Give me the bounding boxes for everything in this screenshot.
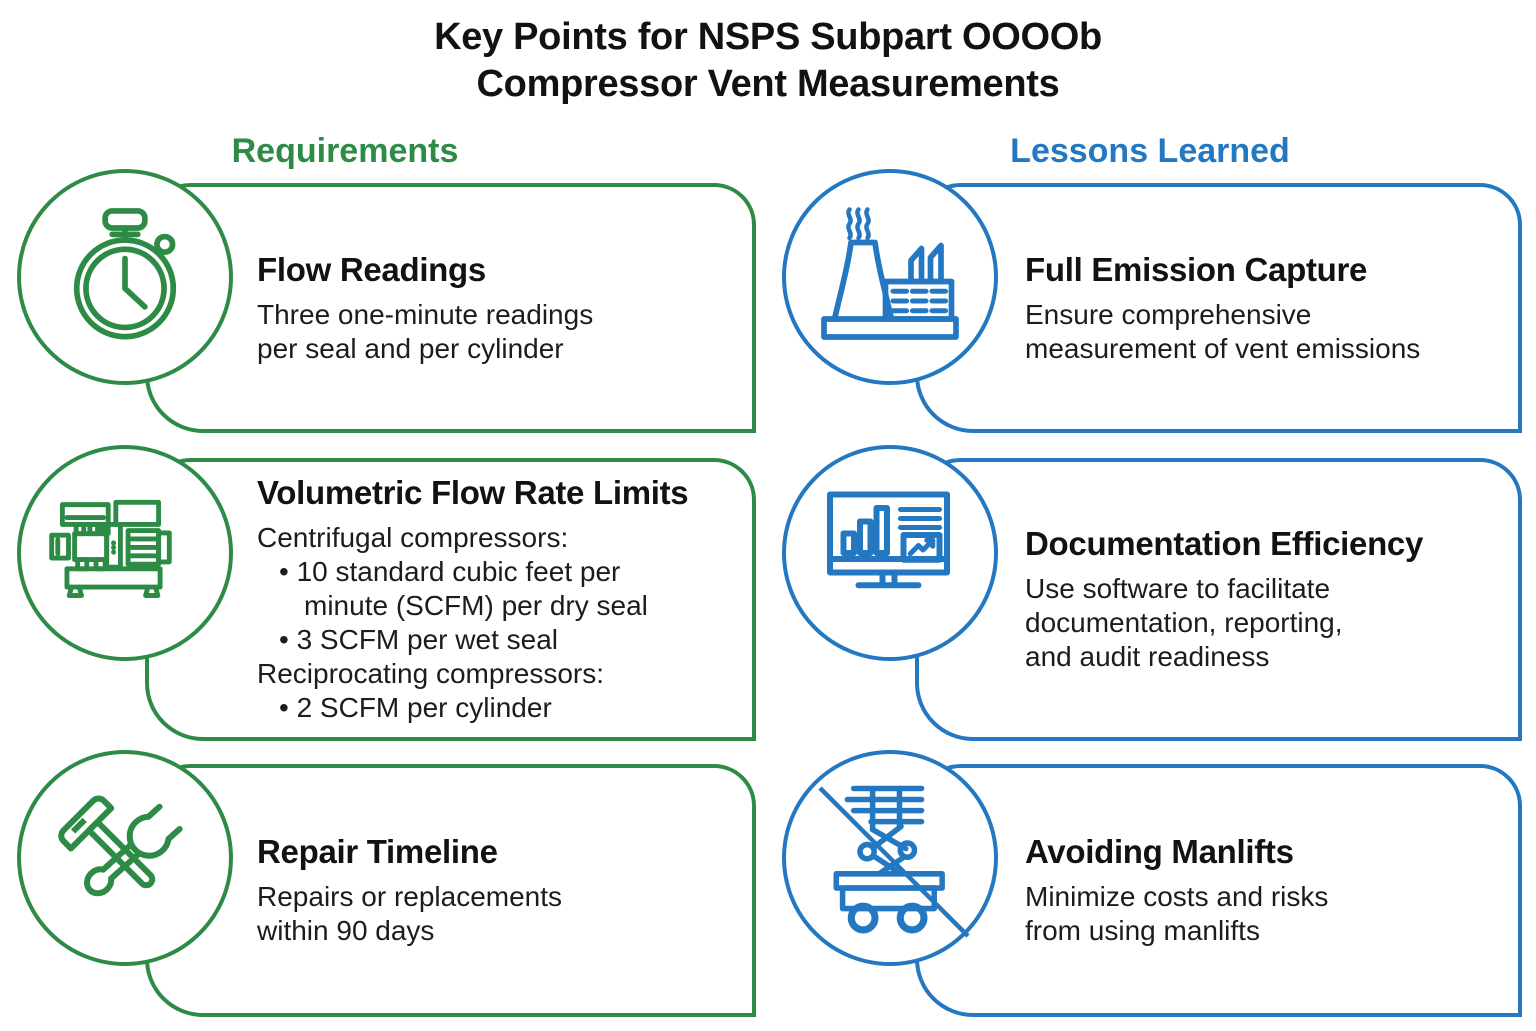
card-body-line: Ensure comprehensive xyxy=(1025,298,1312,330)
icon-circle xyxy=(17,445,233,661)
card-title: Full Emission Capture xyxy=(1025,250,1368,288)
card-body-line: • 10 standard cubic feet per xyxy=(279,556,621,587)
hammer-wrench-icon xyxy=(58,795,183,897)
card-body-line: • 3 SCFM per wet seal xyxy=(279,624,559,655)
card-title: Repair Timeline xyxy=(257,833,498,870)
card-body-line: • 2 SCFM per cylinder xyxy=(279,692,552,723)
card-body-line: within 90 days xyxy=(257,915,435,946)
column-header-lessons-learned: Lessons Learned xyxy=(1010,132,1290,170)
no-symbol-overlay xyxy=(818,786,970,938)
card-body-line: measurement of vent emissions xyxy=(1025,332,1421,364)
monitor-chart-icon xyxy=(827,491,950,589)
page-title: Key Points for NSPS Subpart OOOOb Compre… xyxy=(0,14,1536,108)
card-body-line: and audit readiness xyxy=(1025,641,1270,672)
column-header-requirements: Requirements xyxy=(231,132,459,170)
icon-circle xyxy=(782,169,998,385)
card-body-line: Reciprocating compressors: xyxy=(257,658,605,689)
icon-circle xyxy=(17,750,233,966)
card-title: Volumetric Flow Rate Limits xyxy=(257,474,689,511)
card-title: Avoiding Manlifts xyxy=(1025,833,1294,870)
icon-circle xyxy=(782,445,998,661)
card-body-line: Repairs or replacements xyxy=(257,881,563,912)
card-body-line: Minimize costs and risks xyxy=(1025,881,1329,912)
icon-circle xyxy=(17,169,233,385)
card-body-line: Use software to facilitate xyxy=(1025,573,1331,604)
card-body-line: documentation, reporting, xyxy=(1025,607,1343,638)
page-title-line1: Key Points for NSPS Subpart OOOOb xyxy=(434,16,1102,58)
card-body-line: minute (SCFM) per dry seal xyxy=(304,590,648,621)
icon-circle xyxy=(782,750,998,966)
card-title: Documentation Efficiency xyxy=(1025,525,1424,562)
no-manlift-icon xyxy=(833,785,945,934)
factory-icon xyxy=(821,207,959,340)
compressor-icon xyxy=(49,499,172,598)
card-body-line: from using manlifts xyxy=(1025,915,1260,946)
stopwatch-icon xyxy=(73,208,177,340)
card-body-line: per seal and per cylinder xyxy=(257,332,564,364)
card-body-line: Centrifugal compressors: xyxy=(257,522,569,553)
card-body-line: Three one-minute readings xyxy=(257,298,594,330)
card-title: Flow Readings xyxy=(257,250,486,288)
page-title-line2: Compressor Vent Measurements xyxy=(476,63,1060,105)
